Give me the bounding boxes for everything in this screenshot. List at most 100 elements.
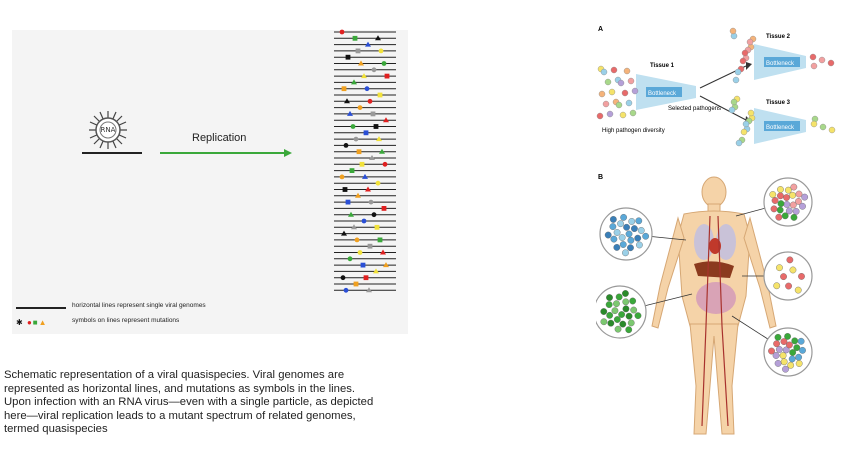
pathogen-dot — [631, 225, 638, 232]
mutation-symbol — [342, 187, 348, 192]
pathogen-dot — [774, 333, 782, 341]
mutation-symbol — [358, 60, 364, 66]
pathogen-dot — [818, 56, 826, 64]
mutation-symbol — [339, 174, 345, 180]
pathogen-dot — [622, 298, 630, 306]
pathogen-dot — [604, 231, 612, 239]
single-genome-line — [82, 152, 142, 154]
pathogen-dot — [794, 286, 802, 294]
pathogen-dot — [781, 212, 789, 220]
legend-line-sample — [16, 307, 66, 309]
pathogen-dot — [746, 38, 754, 46]
pathogen-dot — [602, 100, 610, 108]
pathogen-dot — [604, 78, 612, 86]
pathogen-dot — [730, 98, 738, 106]
mutation-symbol — [374, 224, 380, 230]
pathogen-dot — [786, 341, 793, 349]
pathogen-dot — [776, 264, 783, 272]
pathogen-dot — [600, 318, 608, 326]
pathogen-dot — [793, 344, 801, 352]
mutation-symbol — [373, 124, 379, 129]
pathogen-dot — [790, 183, 798, 191]
pathogen-dot — [797, 337, 805, 345]
genome-stack — [334, 29, 396, 293]
selected-pathogens-label: Selected pathogens — [668, 106, 721, 112]
virus-label: RNA — [100, 126, 116, 134]
pathogen-dot — [634, 312, 642, 320]
pathogen-dot — [621, 89, 629, 97]
pathogen-dot — [780, 338, 788, 345]
mutation-symbol — [371, 212, 377, 218]
pathogen-dot — [618, 234, 626, 241]
mutation-symbol — [359, 161, 365, 167]
mutation-symbol — [355, 192, 361, 198]
mutation-symbol — [370, 111, 376, 117]
tissue1-label: Tissue 1 — [650, 63, 675, 69]
pathogen-dot — [629, 109, 637, 117]
pathogen-dot — [618, 311, 626, 318]
pathogen-dot — [783, 201, 791, 208]
mutation-symbol — [380, 249, 386, 255]
pathogen-dot — [739, 57, 747, 65]
human-body-infection-diagram — [596, 176, 813, 435]
pathogen-dot — [810, 120, 818, 128]
mutation-symbol — [379, 148, 385, 154]
mutation-symbol — [381, 206, 387, 211]
pathogen-dot — [799, 346, 806, 354]
pathogen-dot — [625, 230, 633, 238]
pathogen-dot — [747, 109, 755, 117]
mutation-symbol — [366, 287, 372, 293]
mutation-symbol — [365, 41, 371, 47]
pathogen-dot — [785, 207, 793, 215]
bottleneck2-label: Bottleneck — [766, 61, 795, 67]
mutation-symbol — [383, 262, 389, 268]
pathogen-dot — [642, 232, 650, 240]
pathogen-dot — [789, 201, 797, 209]
pathogen-dot — [795, 198, 802, 205]
mutation-symbol — [361, 73, 367, 79]
mutation-symbol — [351, 224, 357, 230]
pathogen-dot — [785, 282, 792, 290]
tissue3-label: Tissue 3 — [766, 100, 791, 106]
mutation-symbol — [339, 29, 345, 35]
mutation-symbol — [352, 35, 358, 41]
pathogen-dot — [613, 316, 621, 323]
mutation-symbol — [362, 173, 368, 179]
pathogen-dot — [613, 300, 620, 308]
pathogen-dot — [769, 191, 777, 198]
legend-line-text: horizontal lines represent single viral … — [72, 302, 206, 309]
mutation-symbol — [381, 61, 387, 66]
pathogen-dot — [786, 256, 794, 264]
pathogen-dot — [787, 361, 795, 369]
pathogen-dot — [619, 241, 627, 248]
mutation-symbol — [368, 199, 374, 205]
pathogen-dot — [614, 325, 622, 333]
mutation-symbol — [363, 130, 369, 136]
mutation-symbol — [341, 230, 347, 236]
mutation-symbol — [354, 237, 360, 243]
mutation-symbol — [383, 117, 389, 123]
pathogen-dot — [615, 293, 623, 301]
legend-symbols-text: symbols on lines represent mutations — [72, 317, 180, 324]
pathogen-dot — [775, 213, 783, 221]
tissue2-label: Tissue 2 — [766, 34, 791, 40]
pathogen-dot — [627, 236, 635, 244]
pathogen-dot — [828, 126, 836, 134]
mutation-symbol — [367, 98, 373, 104]
pathogen-dot — [728, 106, 736, 114]
pathogen-dot — [617, 79, 625, 87]
mutation-symbol — [353, 281, 359, 287]
pathogen-dot — [610, 235, 618, 243]
quasispecies-panel — [12, 30, 408, 334]
pathogen-dot — [827, 59, 835, 67]
pathogen-dot — [613, 244, 621, 251]
mutation-symbol — [357, 105, 363, 110]
mutation-symbol — [378, 48, 384, 54]
mutation-symbol — [356, 149, 362, 155]
pathogen-dot — [637, 227, 645, 234]
pathogen-dot — [734, 68, 742, 76]
pathogen-dot — [625, 326, 633, 334]
pathogen-dot — [627, 77, 635, 85]
pathogen-dot — [789, 191, 796, 199]
pathogen-dot — [809, 53, 817, 61]
